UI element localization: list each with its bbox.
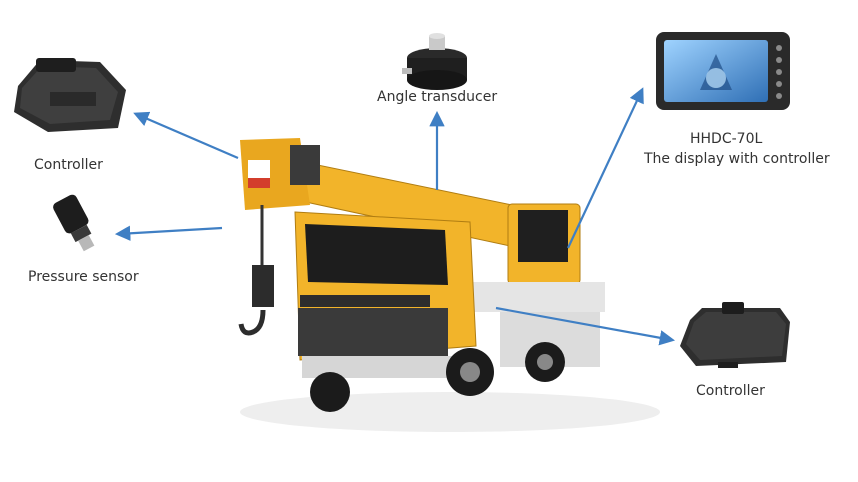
angle-transducer-icon: [402, 33, 467, 90]
ecu-controller-icon: [680, 302, 790, 368]
arrow-to-pressure-sensor: [114, 225, 223, 241]
arrow-to-controller-left: [133, 111, 239, 160]
pressure-sensor-icon: [53, 194, 95, 252]
controller-right-label: Controller: [696, 383, 765, 399]
connection-arrows: [114, 87, 676, 346]
ecu-controller-icon: [14, 58, 126, 132]
display-model-label: HHDC-70L: [690, 131, 763, 147]
arrow-to-controller-right: [495, 306, 676, 346]
display-caption-label: The display with controller: [644, 151, 830, 167]
display-controller-icon: [656, 32, 790, 110]
pressure-sensor-label: Pressure sensor: [28, 269, 139, 285]
controller-left-label: Controller: [34, 157, 103, 173]
angle-transducer-label: Angle transducer: [377, 89, 498, 105]
truck-crane-image: [238, 138, 660, 432]
arrow-to-display: [567, 87, 644, 249]
